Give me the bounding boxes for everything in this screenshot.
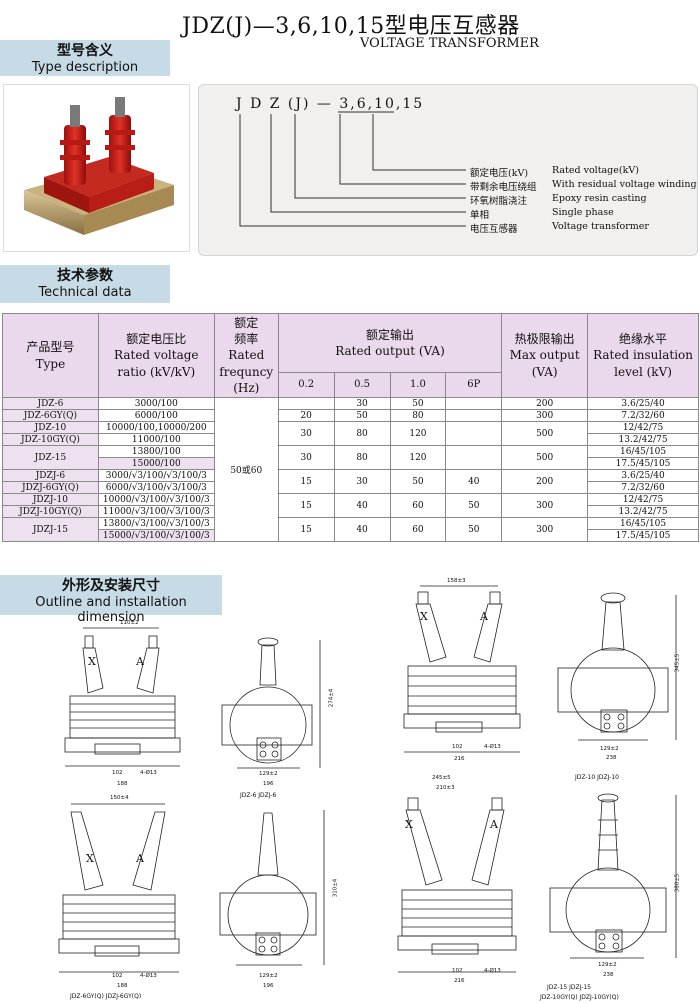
dim-d1-holes: 4-Ø13	[140, 770, 157, 776]
drawing-side-jdz6	[221, 637, 321, 769]
table-row: JDZJ-6 3000/√3/100/√3/100/3 15 30 50 40 …	[2, 469, 699, 494]
dim-d1-top: 110±2	[120, 620, 139, 626]
page-subtitle: VOLTAGE TRANSFORMER	[360, 36, 539, 51]
drawing-side-jdz6gy	[219, 810, 325, 966]
table-row: 15000/100 17.5/45/105	[3, 457, 699, 470]
dim-d4-w1: 129±2	[600, 746, 619, 752]
dim-d1-w2: 188	[117, 781, 128, 787]
section-header-type-description: 型号含义 Type description	[0, 40, 170, 76]
caption-d2: JDZ-6 JDZJ-6	[240, 792, 277, 799]
table-row: JDZJ-15 13800/√3/100/√3/100/3 15 40 60 5…	[2, 517, 699, 542]
drawing-side-jdz10	[557, 592, 677, 741]
page-title: JDZ(J)—3,6,10,15型电压互感器	[182, 14, 520, 39]
bushing-mark-x-d5: X	[86, 852, 94, 865]
dim-d3-holes: 4-Ø13	[484, 744, 501, 750]
col-header-class-1: 0.5	[333, 372, 391, 398]
spec-subheader-row: 0.2 0.5 1.0 6P	[3, 372, 699, 398]
dim-d5-w1: 102	[112, 973, 123, 979]
dim-d7-w1: 102	[452, 968, 463, 974]
dim-d6-w1: 129±2	[259, 973, 278, 979]
section-header-outline: 外形及安装尺寸 Outline and installation dimensi…	[0, 575, 222, 625]
dim-d5-holes: 4-Ø13	[140, 973, 157, 979]
type-code-string: J D Z (J) — 3,6,10,15	[236, 96, 425, 112]
legend-en-2: Epoxy resin casting	[552, 193, 647, 204]
legend-zh-1: 带剩余电压绕组	[470, 182, 537, 193]
bushing-mark-a-d5: A	[136, 852, 144, 865]
table-row: 15000/√3/100/√3/100/3 17.5/45/105	[3, 529, 699, 542]
table-row: JDZ-6GY(Q) 6000/100 20 50 80 300 7.2/32/…	[2, 409, 699, 422]
dim-d3-w1: 102	[452, 744, 463, 750]
table-row: JDZ-6 3000/100 50或60 30 50 200 3.6/25/40	[2, 397, 699, 542]
bushing-mark-x-d3: X	[420, 610, 428, 623]
col-header-class-2: 1.0	[389, 372, 447, 398]
drawing-front-jdz6	[64, 627, 181, 767]
dim-d4-h: 345±5	[674, 653, 681, 673]
section-header-technical-data: 技术参数 Technical data	[0, 265, 170, 303]
caption-d5: JDZ-6GY(Q) JDZJ-6GY(Q)	[70, 993, 142, 1000]
legend-en-1: With residual voltage winding	[552, 179, 697, 190]
drawing-front-jdz6gy	[58, 803, 180, 973]
dim-d2-w2: 196	[263, 781, 274, 787]
dim-d6-w2: 196	[263, 983, 274, 989]
caption-d4: JDZ-10 JDZJ-10	[575, 774, 619, 781]
legend-en-4: Voltage transformer	[552, 221, 649, 232]
table-row: JDZ-10GY(Q) 11000/100 13.2/42/75	[2, 433, 699, 446]
drawing-front-jdz10	[403, 585, 521, 753]
dim-d2-w1: 129±2	[259, 771, 278, 777]
bushing-mark-a-d3: A	[480, 610, 488, 623]
dim-d3-top: 158±3	[447, 578, 466, 584]
dim-d7-top2: 210±3	[436, 785, 455, 791]
table-row: JDZ-15 13800/100 30 80 120 500 16/45/105	[2, 445, 699, 470]
dim-d3-w2: 216	[454, 756, 465, 762]
dim-d5-w2: 188	[117, 983, 128, 989]
dim-d8-w2: 238	[603, 972, 614, 978]
bushing-mark-a-d7: A	[490, 818, 498, 831]
col-header-class-3: 6P	[445, 372, 503, 398]
type-code-leader-lines	[239, 111, 466, 227]
dim-d8-w1: 129±2	[598, 962, 617, 968]
legend-zh-2: 环氧树脂浇注	[470, 196, 528, 207]
legend-zh-3: 单相	[470, 210, 490, 221]
table-row: JDZJ-10 10000/√3/100/√3/100/3 15 40 60 5…	[2, 493, 699, 518]
drawing-front-jdz15	[397, 797, 517, 973]
dim-d6-h: 310±4	[332, 878, 339, 898]
caption-d8-2: JDZ-10GY(Q) JDZJ-10GY(Q)	[540, 994, 619, 1001]
bushing-mark-x: X	[88, 655, 96, 668]
table-row: JDZ-10 10000/100,10000/200 30 80 120 500…	[2, 421, 699, 446]
dim-d5-top: 150±4	[110, 795, 129, 801]
dim-d2-h: 274±4	[328, 688, 335, 708]
dim-d7-w2: 216	[454, 978, 465, 984]
legend-zh-0: 额定电压(kV)	[470, 168, 529, 179]
col-header-class-0: 0.2	[277, 372, 335, 398]
caption-d8-1: JDZ-15 JDZJ-15	[547, 984, 591, 991]
bushing-mark-x-d7: X	[405, 818, 413, 831]
drawing-side-jdz15	[549, 793, 677, 959]
dim-d8-h: 380±5	[674, 873, 681, 893]
dim-d4-w2: 238	[606, 755, 617, 761]
legend-zh-4: 电压互感器	[470, 224, 518, 235]
table-row: JDZJ-6GY(Q) 6000/√3/100/√3/100/3 7.2/32/…	[2, 481, 699, 494]
dim-d7-holes: 4-Ø13	[484, 968, 501, 974]
bushing-mark-a: A	[136, 655, 144, 668]
frequency-cell: 50或60	[213, 397, 279, 542]
table-row: JDZJ-10GY(Q) 11000/√3/100/√3/100/3 13.2/…	[2, 505, 699, 518]
legend-en-3: Single phase	[552, 207, 614, 218]
dim-d7-top1: 245±5	[432, 775, 451, 781]
dim-d1-w1: 102	[112, 770, 123, 776]
legend-en-0: Rated voltage(kV)	[552, 165, 639, 176]
product-photo	[3, 84, 190, 252]
